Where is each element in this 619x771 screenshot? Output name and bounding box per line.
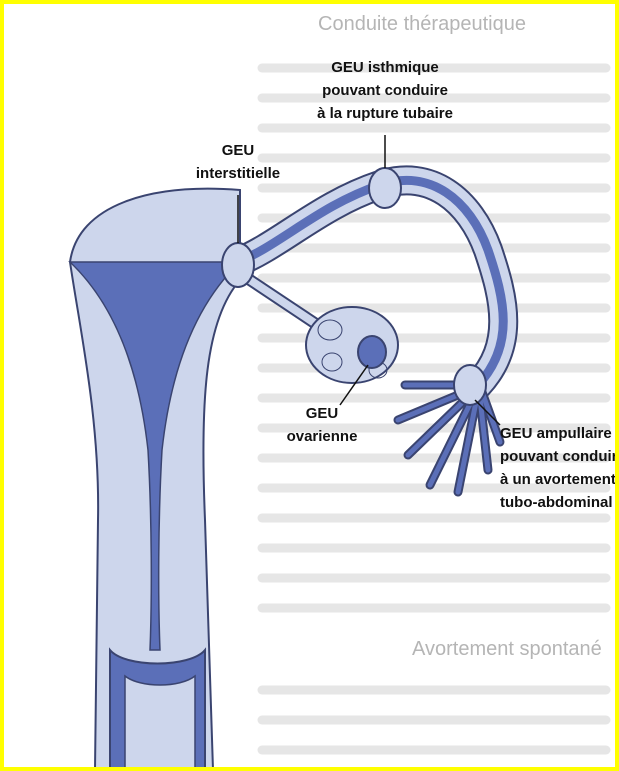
- label-ovarienne-line-1: GEU: [306, 405, 339, 422]
- site-ampullaire: [454, 365, 486, 405]
- site-ovarienne: [358, 336, 386, 368]
- label-ovarienne-line-2: ovarienne: [287, 428, 358, 445]
- label-ampullaire-line-1: GEU ampullaire: [500, 425, 612, 442]
- site-interstitielle: [222, 243, 254, 287]
- label-interstitielle-line-2: interstitielle: [196, 165, 280, 182]
- label-interstitielle-line-1: GEU: [222, 142, 255, 159]
- label-ampullaire: GEU ampullaire pouvant conduire à un avo…: [500, 425, 619, 511]
- cervical-opening: [125, 676, 195, 770]
- label-isthmique-line-1: GEU isthmique: [331, 59, 439, 76]
- background-heading-bottom: Avortement spontané: [412, 638, 602, 660]
- label-isthmique-line-2: pouvant conduire: [322, 82, 448, 99]
- label-isthmique-line-3: à la rupture tubaire: [317, 105, 453, 122]
- label-isthmique: GEU isthmique pouvant conduire à la rupt…: [317, 59, 453, 122]
- label-ampullaire-line-4: tubo-abdominal: [500, 494, 613, 511]
- background-heading-top: Conduite thérapeutique: [318, 13, 526, 35]
- site-isthmique: [369, 168, 401, 208]
- label-ampullaire-line-3: à un avortement: [500, 471, 616, 488]
- uterus: [70, 189, 240, 770]
- label-ampullaire-line-2: pouvant conduire: [500, 448, 619, 465]
